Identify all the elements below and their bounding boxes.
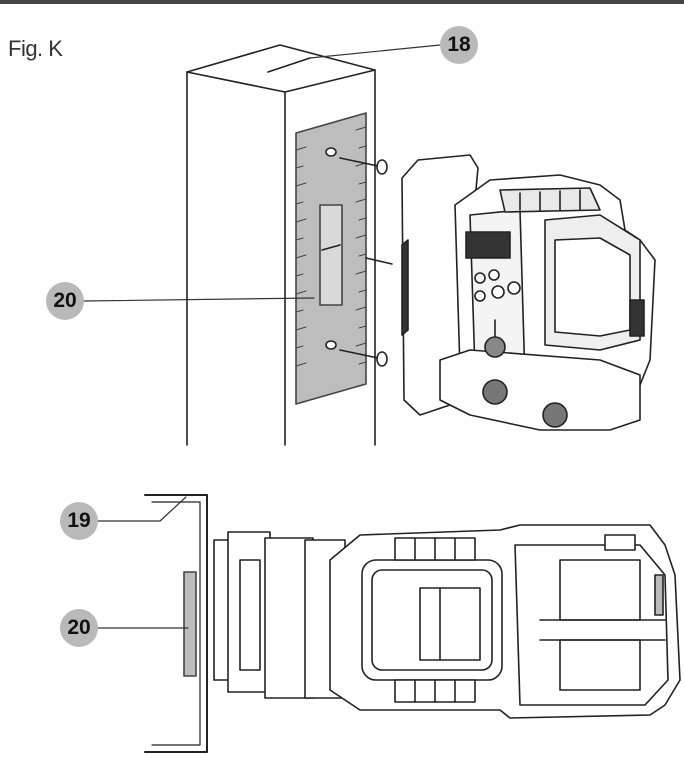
callout-20-bottom: 20 xyxy=(60,609,98,647)
laser-unit-front xyxy=(401,154,656,431)
wall-post xyxy=(186,44,376,446)
figure-label: Fig. K xyxy=(8,36,63,61)
leader-20-top xyxy=(83,297,315,302)
leader-18 xyxy=(309,44,441,59)
top-rule xyxy=(0,0,684,4)
ceiling-bracket-side xyxy=(144,494,208,753)
laser-unit-top xyxy=(213,524,681,719)
ceiling-plate xyxy=(295,112,367,405)
mounting-screws xyxy=(339,157,393,367)
callout-20-top: 20 xyxy=(46,282,84,320)
callout-19: 19 xyxy=(60,502,98,540)
callout-18: 18 xyxy=(440,26,478,64)
